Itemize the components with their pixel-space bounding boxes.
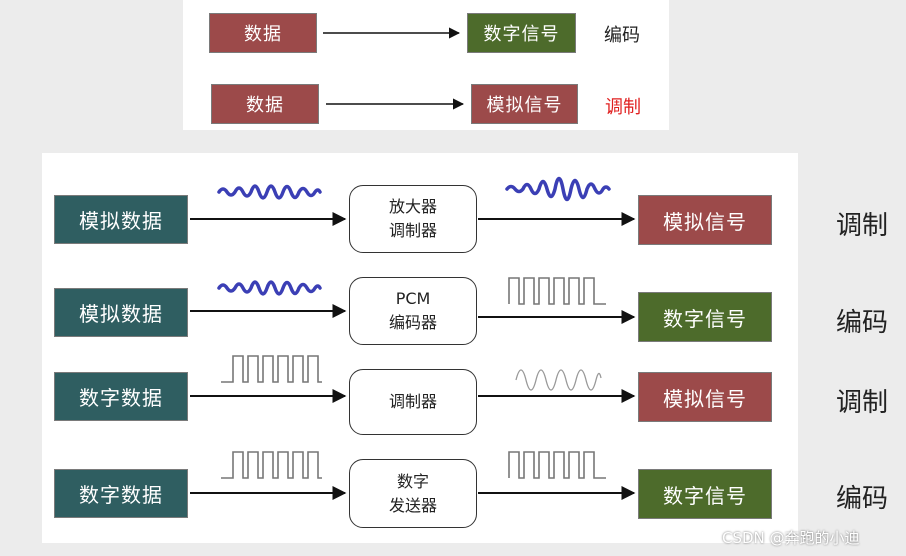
digital-data-label-2: 数字数据 — [79, 483, 163, 507]
analog-data-box-2: 模拟数据 — [54, 288, 188, 337]
digital-pulse-icon-r3-in — [221, 355, 322, 383]
device-line2-row1: 调制器 — [388, 221, 437, 240]
top-digital-signal-box: 数字信号 — [467, 13, 576, 53]
device-line2-row4: 发送器 — [388, 495, 437, 515]
top-digital-signal-label: 数字信号 — [483, 24, 560, 45]
modulate-label-1: 调制 — [836, 211, 889, 241]
modulator-box: 调制器 — [349, 369, 477, 435]
analog-signal-label-1: 模拟信号 — [663, 209, 747, 234]
top-analog-signal-box: 模拟信号 — [471, 84, 578, 124]
device-line1-row4: 数字 — [396, 471, 429, 491]
device-line2-row2: 编码器 — [388, 313, 437, 332]
digital-data-box-1: 数字数据 — [54, 372, 188, 421]
top-data-label-1: 数据 — [244, 24, 282, 45]
analog-data-label-2: 模拟数据 — [79, 302, 163, 326]
digital-data-label-1: 数字数据 — [79, 386, 163, 410]
digital-pulse-icon-r2-out — [508, 277, 606, 305]
modulate-label-2: 调制 — [836, 388, 889, 418]
analog-wave-icon-r1-out — [505, 176, 611, 202]
analog-wave-icon-r1-in — [217, 184, 322, 200]
device-line1-row1: 放大器 — [388, 197, 437, 216]
analog-signal-box-1: 模拟信号 — [638, 195, 772, 245]
digital-transmitter-box: 数字 发送器 — [349, 459, 477, 528]
analog-signal-label-2: 模拟信号 — [663, 386, 747, 411]
analog-data-label-1: 模拟数据 — [79, 209, 163, 233]
encode-label-1: 编码 — [836, 308, 889, 338]
top-data-box-2: 数据 — [211, 84, 319, 124]
digital-signal-box-1: 数字信号 — [638, 292, 772, 342]
top-data-label-2: 数据 — [246, 95, 284, 116]
top-encode-label: 编码 — [604, 25, 640, 46]
top-analog-signal-label: 模拟信号 — [486, 95, 563, 116]
analog-data-box-1: 模拟数据 — [54, 195, 188, 244]
watermark: CSDN @奔跑的小迪 — [722, 529, 860, 547]
digital-signal-label-1: 数字信号 — [663, 306, 747, 331]
pcm-encoder-box: PCM 编码器 — [349, 277, 477, 345]
analog-wave-icon-r3-out — [515, 369, 602, 391]
device-line1-row3: 调制器 — [388, 392, 437, 411]
digital-pulse-icon-r4-out — [508, 451, 606, 479]
top-modulate-label: 调制 — [605, 97, 641, 118]
digital-data-box-2: 数字数据 — [54, 469, 188, 518]
encode-label-2: 编码 — [836, 484, 889, 514]
device-line1-row2: PCM — [395, 289, 431, 308]
top-data-box-1: 数据 — [209, 13, 317, 53]
analog-wave-icon-r2-in — [217, 280, 322, 296]
digital-pulse-icon-r4-in — [221, 451, 322, 479]
amplifier-modulator-box: 放大器 调制器 — [349, 185, 477, 253]
digital-signal-box-2: 数字信号 — [638, 469, 772, 519]
digital-signal-label-2: 数字信号 — [663, 483, 747, 508]
analog-signal-box-2: 模拟信号 — [638, 372, 772, 422]
